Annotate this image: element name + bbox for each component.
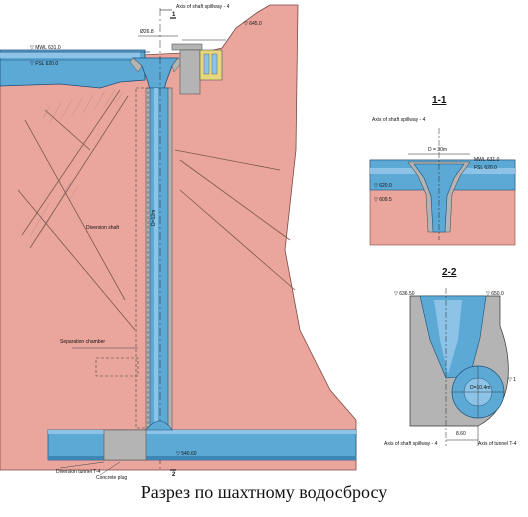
tunnel-invert [48, 456, 356, 460]
figure-caption: Разрез по шахтному водосбросу [140, 482, 388, 502]
section-2-2 [409, 288, 509, 446]
gate-chamber [199, 49, 223, 81]
s22-axis-tunnel-label: Axis of tunnel T-4 [478, 441, 517, 447]
diversion-tunnel-label: Diversion tunnel T-4 [56, 469, 101, 475]
main-mwl-label: ▽ MWL 631.0 [30, 45, 61, 51]
s11-elev-bottom: ▽ 609.5 [374, 197, 392, 203]
fault-zone-1 [40, 88, 128, 124]
section-2-2-title: 2-2 [442, 267, 457, 278]
tunnel-crown [48, 430, 356, 434]
gate-slot-1 [203, 53, 210, 75]
section-1-1-title: 1-1 [432, 95, 447, 106]
s11-axis-label: Axis of shaft spillway - 4 [372, 117, 426, 123]
gate-tower [179, 49, 201, 95]
main-dim-top: Ø26.8 [140, 29, 154, 35]
shaft-dim-label: D=12m [151, 209, 157, 226]
intake-crest-left [129, 57, 143, 73]
s11-fsl-label: FSL 620.0 [474, 165, 497, 171]
gate-slot-2 [211, 53, 218, 75]
s11-mwl-label: MWL 631.0 [474, 157, 500, 163]
shaft-highlight [154, 88, 158, 428]
fault-zone-2 [25, 180, 80, 242]
s22-drop-mark: ▽ 1 [508, 377, 517, 383]
main-elev-540: ▽ 540.60 [176, 451, 197, 457]
s22-tunnel-size: D=10.4m [470, 385, 491, 391]
separation-chamber [95, 357, 139, 377]
s22-shaft-highlight [434, 300, 462, 374]
diversion-shaft [135, 87, 149, 429]
separation-chamber-label: Separation chamber [60, 339, 106, 345]
s22-elev-right: ▽ 650.0 [486, 291, 504, 297]
s11-elev-left: ▽ 620.0 [374, 183, 392, 189]
water-surface-band [0, 52, 140, 58]
s22-axis-shaft-label: Axis of shaft spillway - 4 [384, 441, 438, 447]
access-bridge [171, 43, 203, 51]
plug-leader [99, 461, 121, 476]
s22-elev-left: ▽ 636.50 [394, 291, 415, 297]
section-mark-1: 1 [172, 12, 176, 18]
main-elev-645: ▽ 645.0 [244, 21, 262, 27]
shaft-elbow [145, 420, 173, 431]
reservoir-water [0, 49, 146, 89]
main-fsl-label: ▽ FSL 620.0 [30, 61, 59, 67]
vertical-shaft [149, 87, 169, 429]
concrete-plug [103, 429, 147, 461]
section-mark-2: 2 [172, 472, 176, 478]
diversion-shaft-label: Diversion shaft [86, 225, 120, 231]
tunnel-leader [59, 461, 105, 469]
main-axis-label: Axis of shaft spillway - 4 [176, 4, 230, 10]
s22-dim-label: 8.60 [456, 431, 466, 437]
section-1-1 [369, 128, 516, 246]
diversion-tunnel [47, 429, 357, 461]
concrete-plug-label: Concrete plug [96, 475, 128, 481]
s11-dim-label: D = 30m [428, 147, 448, 153]
